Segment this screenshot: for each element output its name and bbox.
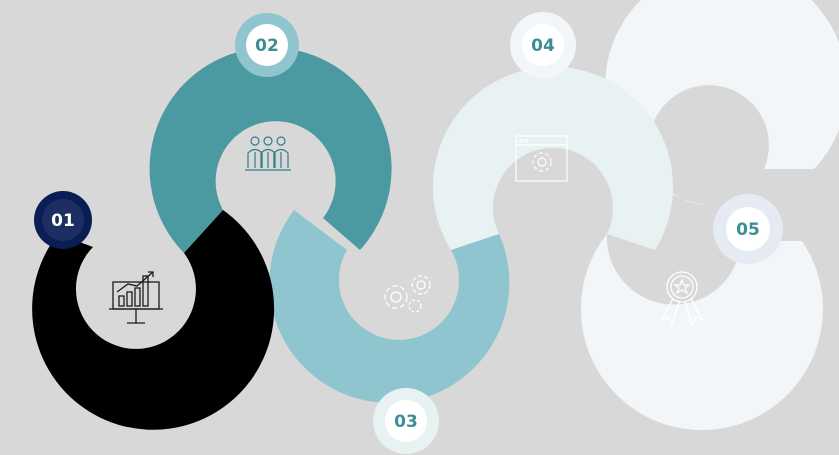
ring-4 [433, 66, 673, 250]
ring-5 [580, 0, 839, 431]
presentation-chart-icon [109, 271, 163, 324]
step-number-01: 01 [51, 211, 75, 231]
step-number-03: 03 [394, 412, 418, 432]
ring-3 [269, 210, 510, 403]
step-badge-05: 05 [713, 194, 783, 264]
step-badge-03: 03 [373, 388, 439, 454]
step-badge-04: 04 [510, 12, 576, 78]
team-icon [245, 136, 291, 171]
step-badge-01: 01 [34, 191, 92, 249]
step-number-02: 02 [255, 36, 279, 56]
step-number-05: 05 [736, 220, 760, 240]
gears-icon [384, 275, 431, 313]
browser-settings-icon [515, 135, 568, 182]
ring-2 [149, 47, 392, 253]
step-badge-02: 02 [235, 13, 299, 77]
ring-1 [32, 210, 275, 430]
step-number-04: 04 [531, 36, 555, 56]
award-ribbon-icon [659, 271, 705, 327]
